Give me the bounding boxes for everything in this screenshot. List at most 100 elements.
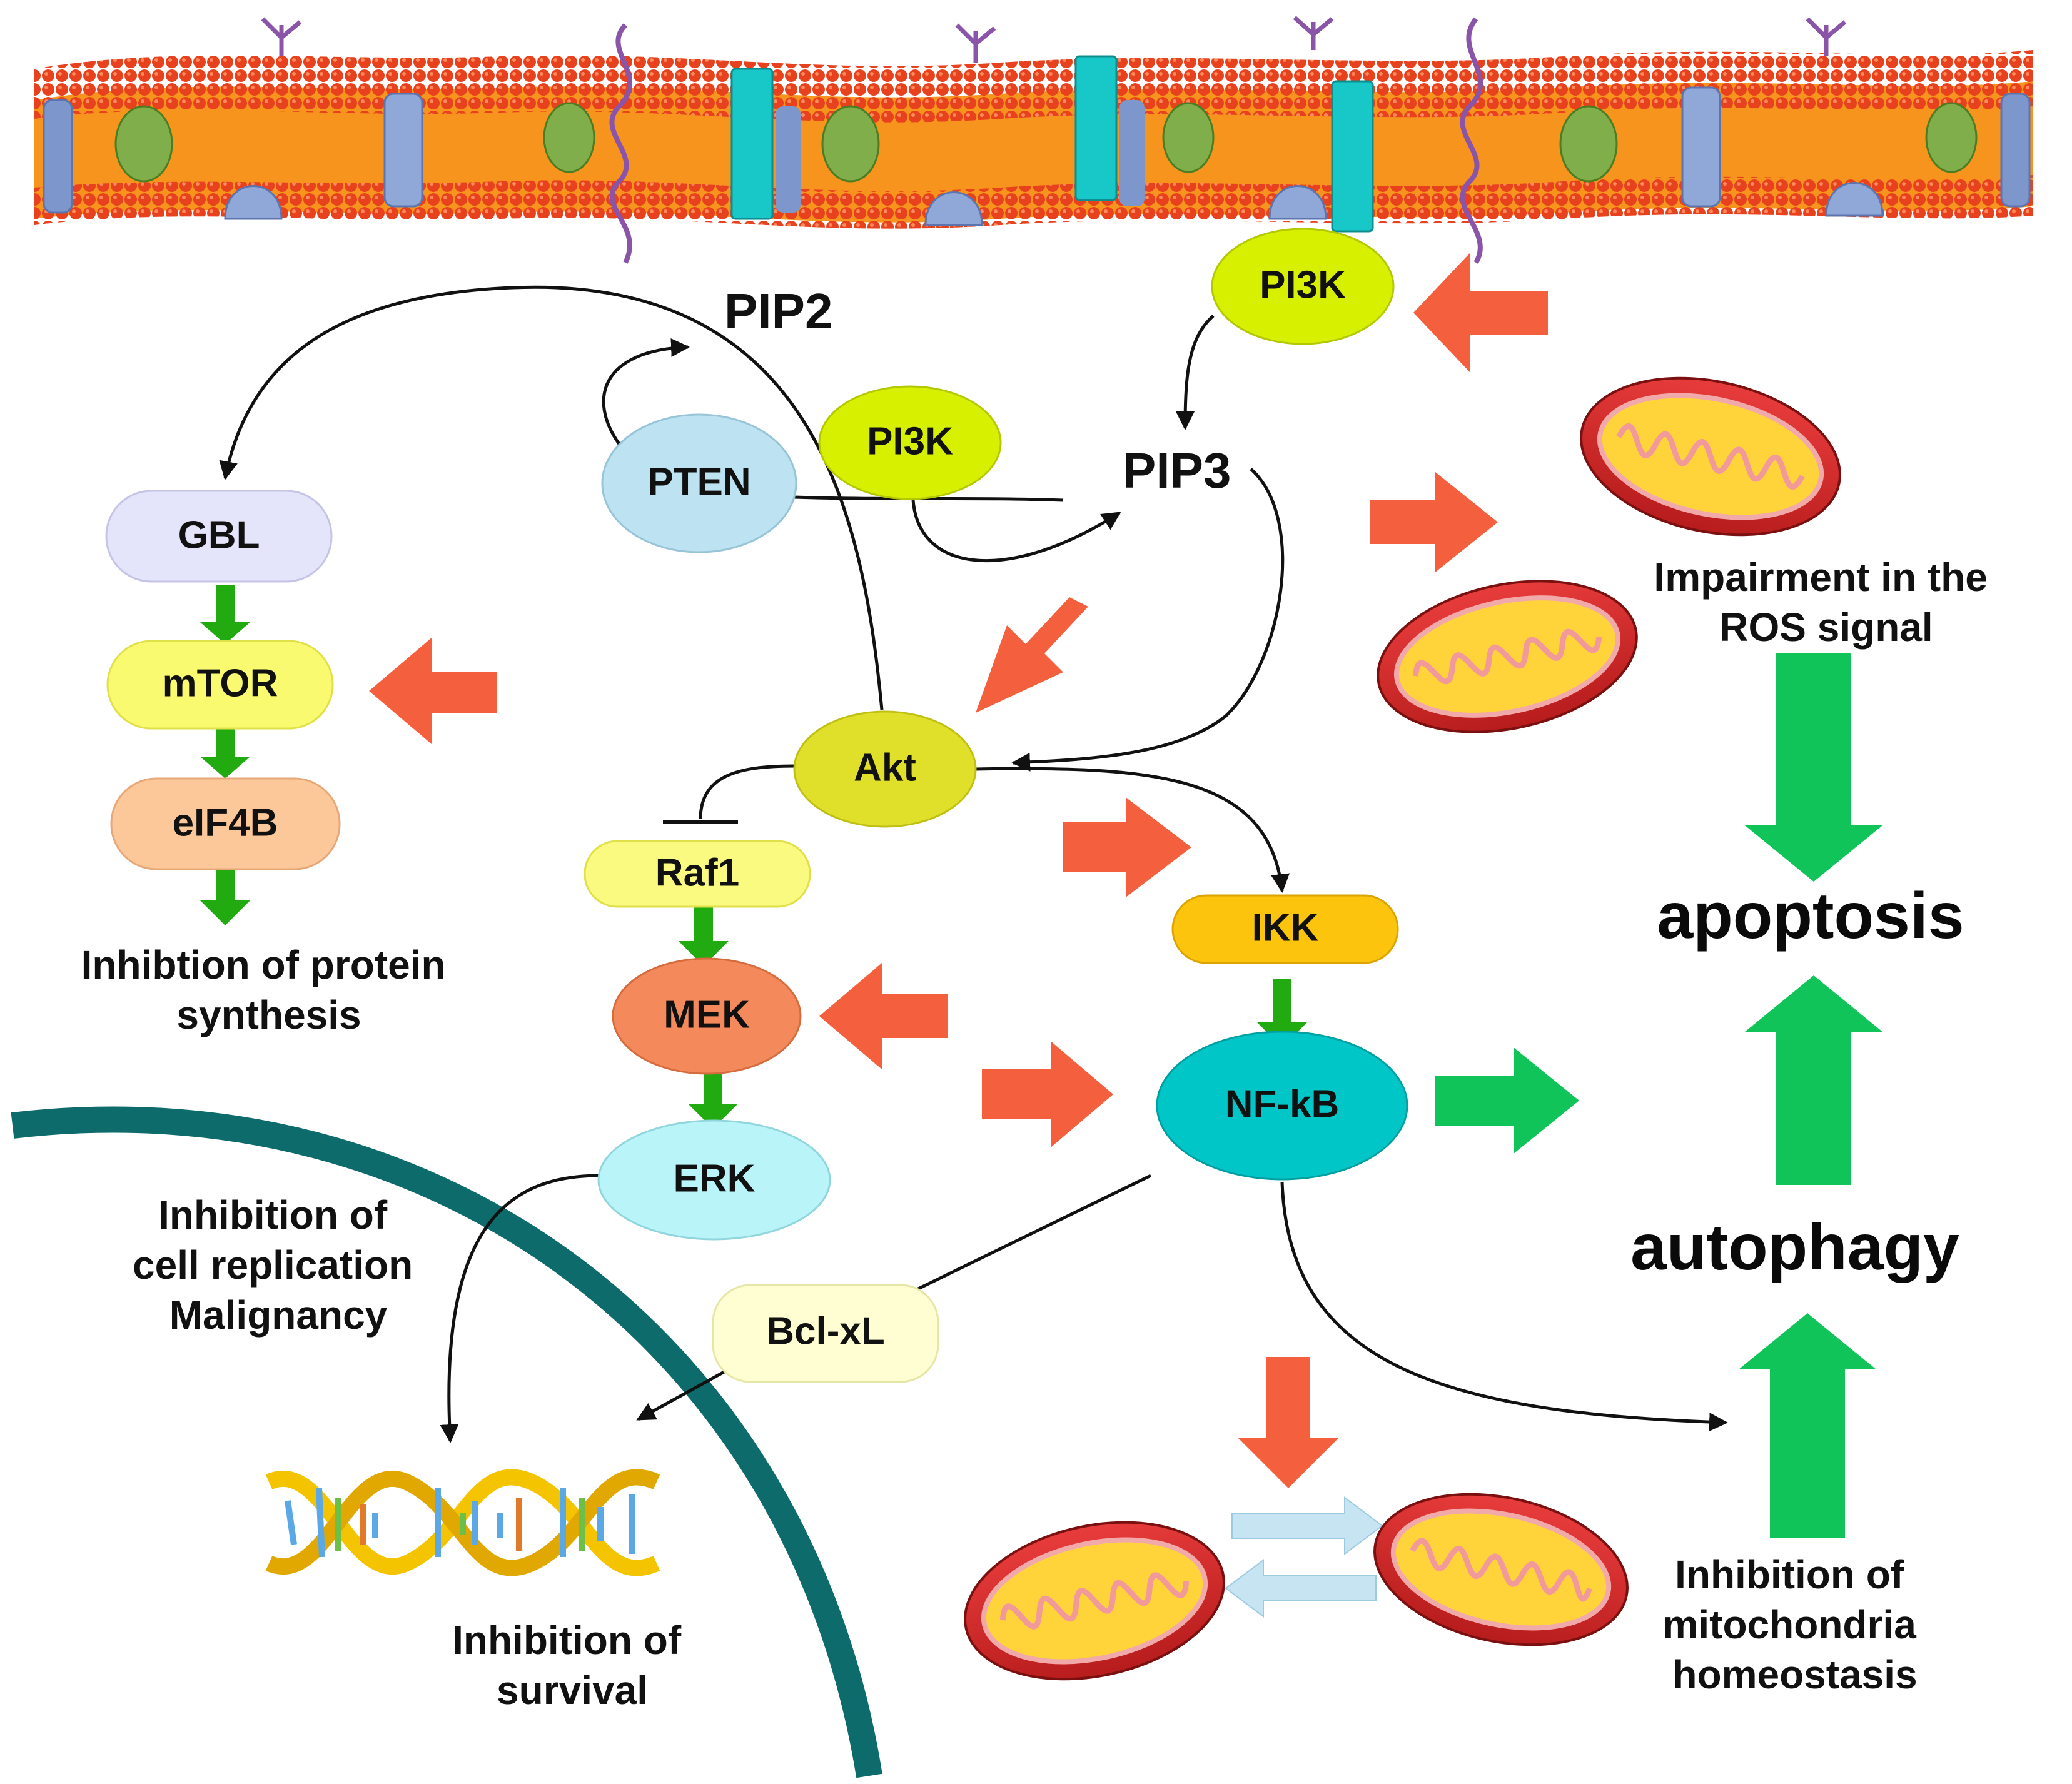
caption-cell-replication: Inhibition of cell replication Malignanc… (133, 1192, 424, 1338)
fission-arrow (1231, 1496, 1383, 1555)
receptor-helix (1460, 17, 1483, 265)
equilibrium-arrows (1225, 1496, 1383, 1618)
nfkb-to-bclxl-line (912, 1174, 1152, 1293)
node-mek[interactable]: MEK (612, 957, 802, 1075)
red-arrow-to-mitochondria (1370, 472, 1498, 572)
green-step-arrows (200, 585, 1307, 1129)
membrane-outer-lipids (34, 50, 2033, 123)
glycan (1806, 17, 1847, 56)
big-green-arrows (1435, 653, 1882, 1538)
node-raf1-label: Raf1 (655, 851, 739, 894)
node-bclxl[interactable]: Bcl-xL (712, 1284, 939, 1383)
bclxl-to-dna-arrow (636, 1368, 730, 1421)
caption-survival: Inhibition of survival (452, 1618, 692, 1713)
node-erk-label: ERK (674, 1157, 756, 1200)
peripheral-protein (1268, 185, 1327, 220)
caption-autophagy: autophagy (1630, 1211, 1959, 1284)
node-gbl[interactable]: GBL (105, 490, 333, 583)
red-arrow-to-pi3k (1413, 253, 1548, 372)
globular-protein (114, 105, 173, 183)
mito-to-autophagy-arrow (1739, 1313, 1876, 1538)
mitochondrion-icon (1377, 580, 1638, 733)
globular-protein (1162, 102, 1215, 173)
red-arrow-to-ikk (1063, 797, 1191, 897)
membrane-protein (776, 106, 801, 213)
globular-protein (1559, 105, 1618, 183)
globular-protein (821, 105, 880, 183)
pi3k-to-pip3-arrow (911, 500, 1121, 563)
node-akt[interactable]: Akt (793, 710, 977, 828)
node-pten[interactable]: PTEN (601, 413, 797, 553)
node-pi3k-mid-label: PI3K (867, 420, 953, 463)
glycan (261, 17, 302, 56)
membrane-protein (1681, 86, 1721, 208)
membrane-channel (1331, 80, 1374, 233)
caption-ros: Impairment in the ROS signal (1654, 555, 1998, 650)
akt-to-ikk-arrow (975, 767, 1290, 893)
glycan (1293, 16, 1334, 50)
node-pi3k-mid[interactable]: PI3K (818, 385, 1002, 500)
pten-to-pip2-arrow (602, 338, 690, 445)
mitochondrion-icon (1580, 376, 1841, 537)
receptor-helix (609, 23, 632, 264)
membrane-protein (2000, 93, 2031, 208)
glycan (955, 23, 996, 63)
caption-apoptosis: apoptosis (1657, 880, 1964, 952)
node-pi3k-membrane[interactable]: PI3K (1211, 228, 1395, 345)
membrane-inner-lipids (34, 175, 2033, 229)
node-mtor-label: mTOR (163, 662, 278, 705)
akt-to-gbl-arrow (219, 285, 884, 710)
node-mek-label: MEK (664, 993, 750, 1036)
cell-membrane (34, 16, 2033, 265)
membrane-channel (730, 68, 774, 220)
red-arrow-to-mek (819, 963, 948, 1069)
pip3-to-akt-arrow (1011, 468, 1285, 772)
pi3k-membrane-to-pip3-arrow (1176, 315, 1215, 430)
akt-inhibit-raf1-line (699, 764, 795, 820)
node-pi3k-membrane-label: PI3K (1260, 263, 1346, 306)
node-ikk-label: IKK (1252, 906, 1319, 949)
globular-protein (1925, 102, 1978, 173)
membrane-protein (43, 99, 73, 214)
node-erk[interactable]: ERK (597, 1119, 831, 1241)
node-mtor[interactable]: mTOR (106, 640, 334, 730)
node-raf1[interactable]: Raf1 (584, 840, 811, 908)
node-pten-label: PTEN (647, 460, 750, 503)
globular-protein (543, 102, 595, 173)
pten-inhibit-line (794, 495, 1064, 502)
mek-to-erk-arrow (688, 1063, 738, 1129)
pip3-label: PIP3 (1123, 443, 1231, 498)
dna-helix-icon (265, 1469, 660, 1576)
node-nfkb-label: NF-kB (1225, 1082, 1340, 1126)
mitochondrion-icon (964, 1521, 1225, 1681)
red-arrow-to-mtor (369, 638, 497, 744)
node-akt-label: Akt (854, 746, 916, 789)
peripheral-protein (224, 185, 283, 220)
nfkb-to-mito-arrow (1280, 1181, 1728, 1432)
ros-to-apoptosis-arrow (1745, 653, 1882, 882)
peripheral-protein (924, 191, 983, 226)
raf1-to-mek-arrow (679, 900, 729, 966)
peripheral-protein (1825, 182, 1884, 217)
eif4b-to-protein-arrow (200, 857, 250, 925)
caption-protein-synthesis: Inhibtion of protein synthesis (81, 942, 457, 1037)
node-nfkb[interactable]: NF-kB (1156, 1031, 1408, 1181)
red-arrow-to-akt (976, 597, 1088, 713)
membrane-protein (1119, 100, 1145, 206)
membrane-protein (383, 93, 423, 208)
ikk-to-nfkb-arrow (1257, 979, 1307, 1047)
node-ikk[interactable]: IKK (1171, 894, 1399, 964)
membrane-channel (1074, 55, 1118, 201)
node-eif4b[interactable]: eIF4B (110, 777, 341, 870)
mitochondrion-icon (1373, 1493, 1629, 1646)
red-arrow-down-mito (1238, 1357, 1338, 1488)
erk-to-dna-arrow (440, 1174, 601, 1443)
autophagy-to-apoptosis-arrow (1745, 975, 1882, 1185)
red-arrows (369, 253, 1548, 1488)
node-gbl-label: GBL (178, 513, 260, 557)
nfkb-to-apoptosis-arrow (1435, 1047, 1579, 1154)
mtor-to-eif4b-arrow (200, 719, 250, 779)
node-eif4b-label: eIF4B (173, 801, 278, 844)
node-bclxl-label: Bcl-xL (766, 1309, 884, 1353)
